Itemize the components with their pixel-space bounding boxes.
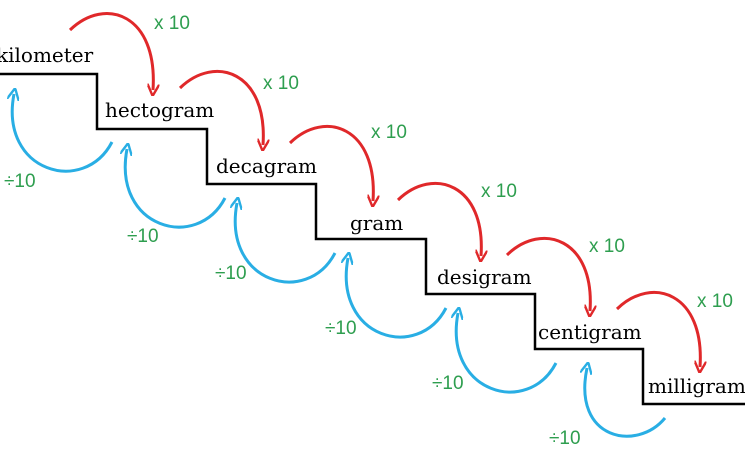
multiply-label: x 10 [589, 236, 625, 257]
multiply-arrow [288, 125, 373, 201]
divide-arrow [456, 313, 558, 394]
unit-label-kilometer: kilometer [0, 43, 94, 67]
unit-label-gram: gram [350, 211, 403, 235]
divide-arrow [346, 258, 448, 339]
divide-label: ÷10 [215, 263, 247, 284]
divide-label: ÷10 [127, 226, 159, 247]
multiply-label: x 10 [263, 73, 299, 94]
unit-label-centigram: centigram [538, 320, 642, 344]
multiply-label: x 10 [481, 181, 517, 202]
multiply-arrow [178, 70, 263, 145]
divide-label: ÷10 [432, 373, 464, 394]
divide-label: ÷10 [549, 428, 581, 449]
unit-label-desigram: desigram [437, 265, 532, 289]
unit-label-milligram: milligram [648, 374, 745, 398]
multiply-label: x 10 [697, 291, 733, 312]
multiply-arrow [505, 237, 590, 311]
divide-arrow [235, 203, 337, 284]
multiply-arrow [615, 291, 700, 367]
divide-label: ÷10 [4, 171, 36, 192]
multiply-arrow [396, 182, 481, 256]
divide-arrow [125, 149, 227, 229]
multiply-arrow [68, 12, 153, 90]
staircase-outline [0, 72, 745, 406]
unit-label-decagram: decagram [216, 154, 317, 178]
divide-arrow [585, 368, 667, 438]
divide-label: ÷10 [325, 318, 357, 339]
multiply-label: x 10 [371, 122, 407, 143]
unit-label-hectogram: hectogram [105, 98, 214, 122]
divide-arrow [12, 94, 114, 173]
multiply-label: x 10 [154, 13, 190, 34]
